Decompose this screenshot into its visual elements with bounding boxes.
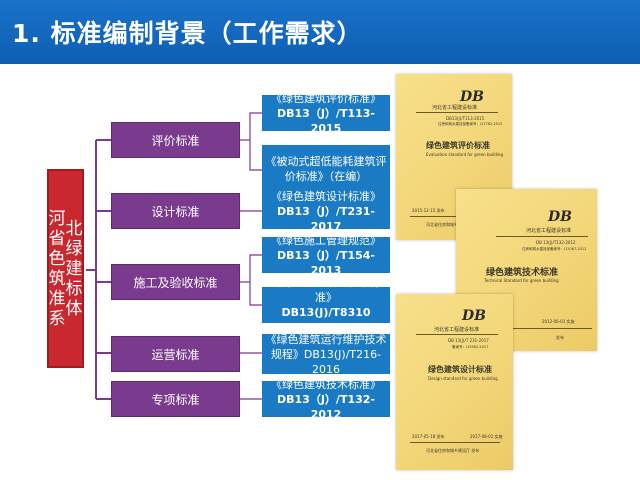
standard-title: 《绿色建筑技术标准》 [271, 377, 381, 391]
standard-title: 《绿色建筑竣工验收标准》 [271, 276, 381, 304]
cover-issue-date: 2015-12-15 发布 [412, 208, 445, 213]
cover-issuer: 河北省住房和城乡建设厅 发布 [426, 448, 480, 453]
cover-org: 河北省工程建设标准 [526, 228, 572, 234]
standard-box: 《绿色施工管理规范》DB13（J）/T154-2013 [262, 234, 390, 277]
cover-effective-date: 2012-06-01 实施 [542, 319, 575, 324]
standard-code: DB13（J）/T113-2015 [277, 106, 375, 135]
cover-issuer: 发布 [556, 335, 564, 340]
cover-record: 备案号：J13562-2017 [452, 345, 489, 349]
standard-code: 价标准》（在编） [284, 170, 368, 183]
db-logo: DB [460, 89, 484, 105]
cover-code: DB13(J)/T113-2015 [446, 116, 485, 121]
standard-cover-design: 河北省工程建设标准 DB DB 13(J)/T 231-2017 备案号：J13… [396, 294, 513, 470]
cover-effective-date: 2017-08-01 实施 [470, 434, 503, 439]
standard-code: DB13(J)/T8310 -2019 [281, 306, 371, 334]
header-bar: 1. 标准编制背景（工作需求） [0, 0, 640, 64]
standard-code: 规程》DB13(J)/T216-2016 [270, 347, 382, 376]
cover-issue-date: 2017-05-18 发布 [412, 434, 445, 439]
category-special: 专项标准 [111, 381, 240, 417]
cover-issuer: 河北省住房和城乡建设厅 发布 [426, 222, 480, 227]
standard-title: 《绿色建筑运行维护技术 [265, 332, 387, 346]
standard-code: DB13（J）/T231-2017 [277, 204, 375, 233]
standard-title: 《绿色建筑设计标准》 [271, 189, 381, 203]
category-design: 设计标准 [111, 193, 240, 229]
cover-title: 绿色建筑技术标准 [486, 268, 559, 278]
cover-code: DB 13(J)/T 231-2017 [448, 338, 489, 343]
category-operation: 运营标准 [111, 336, 240, 372]
standard-box: 《绿色建筑设计标准》DB13（J）/T231-2017 [262, 190, 390, 233]
standard-box: 《被动式超低能耗建筑评价标准》（在编） [262, 145, 390, 193]
standard-title: 《被动式超低能耗建筑评 [265, 155, 387, 168]
cover-title: 绿色建筑评价标准 [426, 141, 490, 150]
root-label-column-right: 北绿建标体 [65, 218, 83, 319]
db-logo: DB [462, 308, 486, 324]
category-construction-acceptance: 施工及验收标准 [111, 264, 240, 300]
standard-title: 《绿色建筑评价标准》 [271, 91, 381, 105]
root-label-column-left: 河省色筑准系 [48, 208, 66, 329]
standard-box: 《绿色建筑竣工验收标准》DB13(J)/T8310 -2019 [262, 276, 390, 334]
category-evaluation: 评价标准 [111, 122, 240, 158]
standard-box: 《绿色建筑技术标准》DB13（J）/T132-2012 [262, 378, 390, 421]
cover-code: DB 13(J)/T132-2012 [536, 240, 576, 245]
page-title: 1. 标准编制背景（工作需求） [12, 19, 363, 48]
cover-subtitle: Technical Standard for green building [484, 278, 559, 283]
standard-box: 《绿色建筑运行维护技术规程》DB13(J)/T216-2016 [262, 332, 390, 376]
standard-code: DB13（J）/T154-2013 [277, 248, 375, 277]
cover-record: 住房和城乡建设部备案号：J11762-2015 [438, 122, 503, 126]
cover-org: 河北省工程建设标准 [434, 327, 480, 333]
db-logo: DB [548, 209, 572, 225]
cover-title: 绿色建筑设计标准 [428, 365, 492, 374]
cover-org: 河北省工程建设标准 [432, 105, 478, 111]
standard-box: 《绿色建筑评价标准》DB13（J）/T113-2015 [262, 92, 390, 135]
cover-subtitle: Design standard for green building [428, 376, 498, 381]
cover-record: 住房和城乡建设部备案号：J12067-2012 [522, 247, 587, 251]
cover-subtitle: Evaluation standard for green building [426, 152, 504, 157]
root-node-hebei-green-building-standards: 北绿建标体 河省色筑准系 [47, 169, 84, 368]
standard-title: 《绿色施工管理规范》 [271, 233, 381, 247]
standard-code: DB13（J）/T132-2012 [277, 392, 375, 421]
